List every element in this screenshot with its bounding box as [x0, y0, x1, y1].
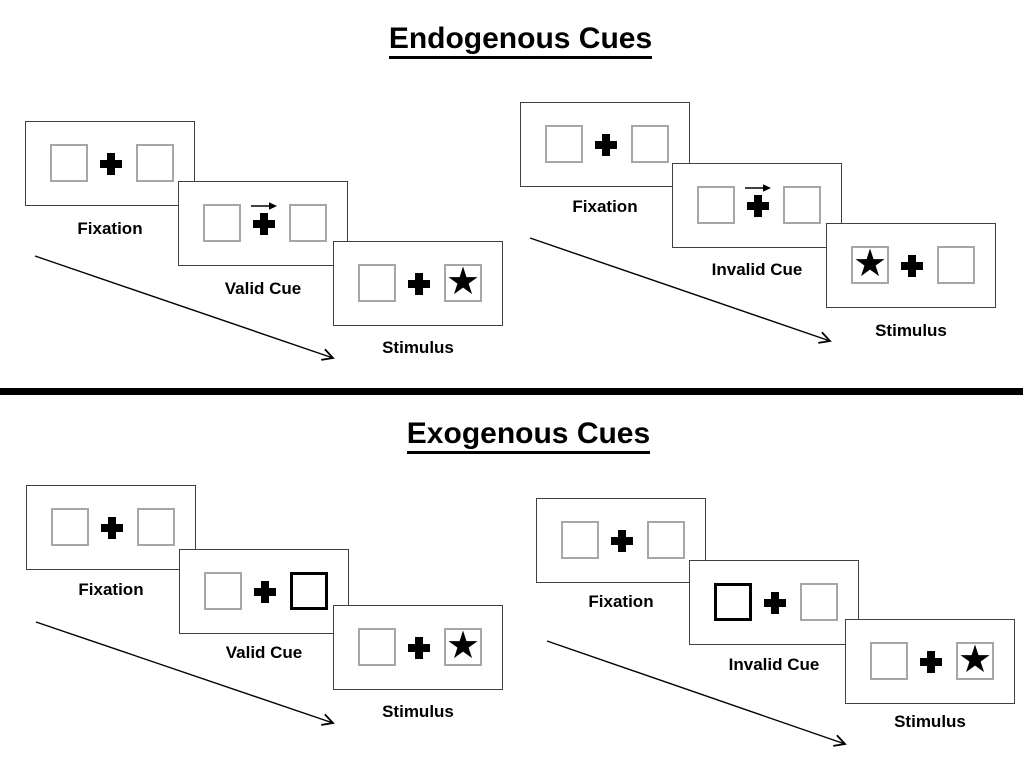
endogenous-invalid-fixation-panel: [520, 102, 690, 187]
fixation-cross-icon: [408, 273, 430, 295]
stimulus-label: Stimulus: [382, 702, 454, 721]
cue-arrow-right-icon: [251, 202, 277, 210]
left-placeholder-box: [358, 628, 396, 666]
cue-label: Valid Cue: [224, 279, 302, 298]
right-placeholder-box: ★: [444, 625, 482, 667]
right-placeholder-box: ★: [444, 261, 482, 303]
target-star-icon: ★: [957, 639, 993, 681]
endogenous-invalid-cue-panel: [672, 163, 842, 248]
section-divider-line: [0, 388, 1023, 395]
left-placeholder-box: [697, 186, 735, 224]
fixation-label: Fixation: [78, 580, 144, 599]
stimulus-label: Stimulus: [382, 338, 454, 357]
right-placeholder-box: [136, 144, 174, 182]
exogenous-valid-fixation-panel: [26, 485, 196, 570]
endogenous-valid-stimulus-panel: ★: [333, 241, 503, 326]
fixation-label: Fixation: [588, 592, 654, 611]
exogenous-valid-cue-panel: [179, 549, 349, 634]
exogenous-invalid-fixation-panel: [536, 498, 706, 583]
endogenous-valid-cue-panel: [178, 181, 348, 266]
exogenous-invalid-stimulus-panel: ★: [845, 619, 1015, 704]
target-star-icon: ★: [852, 243, 888, 285]
cue-label: Invalid Cue: [711, 260, 803, 279]
fixation-cross-icon: [764, 592, 786, 614]
cue-arrow-right-icon: [745, 184, 771, 192]
cue-label: Valid Cue: [225, 643, 303, 662]
left-placeholder-box: [51, 508, 89, 546]
target-star-icon: ★: [445, 261, 481, 303]
fixation-cross-icon: [408, 637, 430, 659]
endogenous-invalid-stimulus-panel: ★: [826, 223, 996, 308]
left-placeholder-box: [870, 642, 908, 680]
fixation-cross-icon: [901, 255, 923, 277]
exogenous-section-title: Exogenous Cues: [17, 415, 1023, 454]
exogenous-title-text: Exogenous Cues: [406, 417, 651, 454]
cue-highlight-box: [714, 583, 752, 621]
fixation-cross-icon: [595, 134, 617, 156]
stimulus-label: Stimulus: [875, 321, 947, 340]
cue-label: Invalid Cue: [728, 655, 820, 674]
left-placeholder-box: [50, 144, 88, 182]
target-star-icon: ★: [445, 625, 481, 667]
right-placeholder-box: [137, 508, 175, 546]
left-placeholder-box: [545, 125, 583, 163]
left-placeholder-box: [561, 521, 599, 559]
stimulus-label: Stimulus: [894, 712, 966, 731]
timeline-arrow-endogenous-invalid: [529, 237, 832, 344]
fixation-cross-icon: [100, 153, 122, 175]
right-placeholder-box: [783, 186, 821, 224]
right-placeholder-box: [800, 583, 838, 621]
fixation-cross-icon: [611, 530, 633, 552]
right-placeholder-box: [937, 246, 975, 284]
endogenous-valid-fixation-panel: [25, 121, 195, 206]
right-placeholder-box: [631, 125, 669, 163]
fixation-label: Fixation: [572, 197, 638, 216]
endogenous-title-text: Endogenous Cues: [388, 22, 653, 59]
left-placeholder-box: [204, 572, 242, 610]
left-placeholder-box: [358, 264, 396, 302]
right-placeholder-box: [647, 521, 685, 559]
fixation-cross-icon: [253, 213, 275, 235]
right-placeholder-box: ★: [956, 639, 994, 681]
fixation-cross-icon: [920, 651, 942, 673]
timeline-arrow-endogenous-valid: [34, 255, 335, 361]
fixation-cross-icon: [254, 581, 276, 603]
left-placeholder-box: ★: [851, 243, 889, 285]
fixation-cross-icon: [101, 517, 123, 539]
left-placeholder-box: [203, 204, 241, 242]
endogenous-section-title: Endogenous Cues: [9, 20, 1023, 59]
fixation-cross-icon: [747, 195, 769, 217]
fixation-label: Fixation: [77, 219, 143, 238]
cue-highlight-box: [290, 572, 328, 610]
exogenous-valid-stimulus-panel: ★: [333, 605, 503, 690]
timeline-arrow-exogenous-valid: [35, 621, 335, 726]
right-placeholder-box: [289, 204, 327, 242]
exogenous-invalid-cue-panel: [689, 560, 859, 645]
